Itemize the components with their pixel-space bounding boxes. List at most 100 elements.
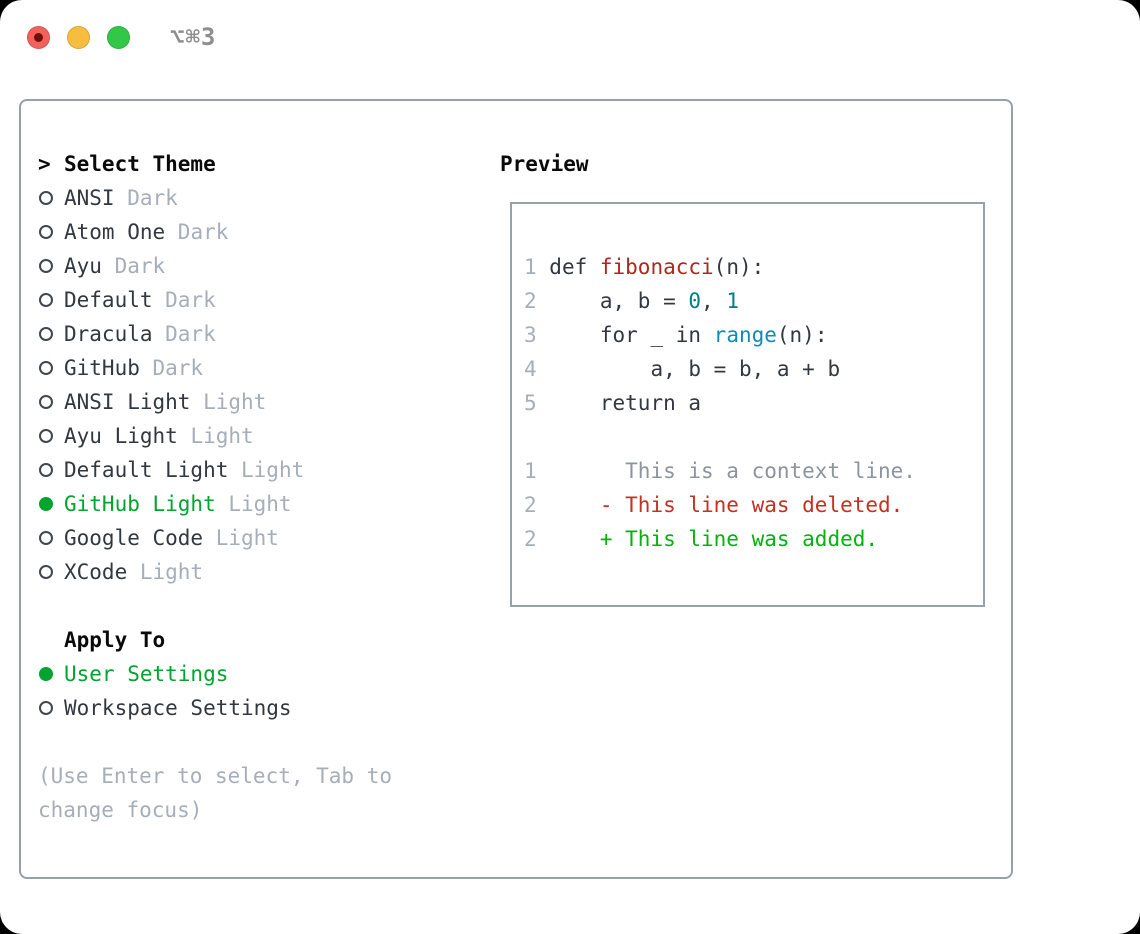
code-tokens: This is a context line. [537, 459, 916, 483]
apply-option-label: User Settings [64, 662, 229, 686]
token-num: 0 [688, 289, 702, 313]
radio-icon [39, 701, 53, 715]
token-deleted: - This line was deleted. [536, 493, 904, 517]
apply-to-heading: Apply To [38, 623, 392, 657]
line-number: 2 [524, 493, 537, 517]
minimize-button[interactable] [67, 25, 90, 49]
theme-option-row[interactable]: XCode Light [38, 555, 392, 589]
theme-option-row[interactable]: ANSI Light Light [38, 385, 392, 419]
theme-option-row[interactable]: ANSI Dark [38, 181, 392, 215]
spacer [38, 589, 392, 623]
token-code: (n): [713, 255, 765, 279]
theme-option-row[interactable]: Default Light Light [38, 453, 392, 487]
code-line: 1 def fibonacci(n): [524, 250, 983, 284]
theme-name: GitHub Light [64, 492, 216, 516]
theme-variant: Light [228, 458, 305, 482]
theme-variant: Light [190, 390, 267, 414]
theme-picker-panel: > Select Theme ANSI Dark Atom One Dark Ay… [19, 99, 1013, 879]
code-line: 1 This is a context line. [524, 454, 983, 488]
hint-text-line-2: change focus) [38, 798, 203, 822]
line-number: 2 [524, 527, 537, 551]
code-line: 3 for _ in range(n): [524, 318, 983, 352]
token-num: 1 [726, 289, 739, 313]
radio-icon [39, 395, 53, 409]
theme-name: Ayu [64, 254, 102, 278]
radio-icon [39, 259, 53, 273]
code-tokens: a, b = 0, 1 [537, 289, 739, 313]
token-code: for _ in [536, 323, 714, 347]
radio-icon [39, 191, 53, 205]
apply-to-heading-label: Apply To [64, 628, 166, 652]
token-code: , [701, 289, 727, 313]
theme-variant: Dark [152, 322, 216, 346]
theme-option-row[interactable]: Atom One Dark [38, 215, 392, 249]
hint-text-line-1: (Use Enter to select, Tab to [38, 764, 393, 788]
code-line: 2 - This line was deleted. [524, 488, 983, 522]
theme-list: ANSI Dark Atom One Dark Ayu Dark Default… [38, 181, 392, 589]
select-theme-heading: > Select Theme [38, 147, 392, 181]
apply-to-list: User Settings Workspace Settings [38, 657, 392, 725]
token-code: a, b = b, a + b [536, 357, 841, 381]
traffic-lights [27, 25, 130, 49]
theme-option-row[interactable]: Ayu Dark [38, 249, 392, 283]
radio-icon [39, 361, 53, 375]
theme-name: GitHub [64, 356, 140, 380]
theme-name: Dracula [64, 322, 153, 346]
theme-variant: Light [177, 424, 254, 448]
token-code: return a [536, 391, 702, 415]
token-code: a, b = [536, 289, 689, 313]
radio-icon [39, 531, 53, 545]
theme-variant: Dark [165, 220, 229, 244]
theme-variant: Light [127, 560, 204, 584]
theme-option-row[interactable]: Google Code Light [38, 521, 392, 555]
theme-name: Default Light [64, 458, 229, 482]
theme-option-row[interactable]: Default Dark [38, 283, 392, 317]
theme-option-row[interactable]: Dracula Dark [38, 317, 392, 351]
code-tokens: for _ in range(n): [537, 323, 828, 347]
radio-icon [39, 429, 53, 443]
close-button[interactable] [27, 25, 50, 49]
apply-option-row[interactable]: Workspace Settings [38, 691, 392, 725]
code-tokens: def fibonacci(n): [536, 255, 765, 279]
theme-list-column: > Select Theme ANSI Dark Atom One Dark Ay… [38, 147, 392, 827]
select-theme-heading-label: Select Theme [64, 152, 216, 176]
theme-option-row[interactable]: GitHub Dark [38, 351, 392, 385]
code-preview: 1 def fibonacci(n): 2 a, b = 0, 1 3 for … [512, 204, 983, 556]
theme-name: Atom One [64, 220, 166, 244]
code-line: 2 a, b = 0, 1 [524, 284, 983, 318]
preview-heading: Preview [500, 152, 589, 176]
apply-option-row[interactable]: User Settings [38, 657, 392, 691]
token-func: fibonacci [599, 255, 714, 279]
radio-selected-icon [39, 497, 53, 511]
cursor-arrow-icon: > [38, 152, 51, 176]
close-dot-icon [34, 32, 43, 42]
theme-name: ANSI [64, 186, 115, 210]
token-code: def [536, 255, 600, 279]
token-code: (n): [776, 323, 828, 347]
token-builtin: range [713, 323, 777, 347]
code-line [524, 420, 983, 454]
preview-box: 1 def fibonacci(n): 2 a, b = 0, 1 3 for … [510, 202, 985, 607]
token-added: + This line was added. [536, 527, 879, 551]
zoom-button[interactable] [107, 25, 130, 49]
radio-icon [39, 565, 53, 579]
code-line: 4 a, b = b, a + b [524, 352, 983, 386]
radio-icon [39, 225, 53, 239]
theme-option-row[interactable]: GitHub Light Light [38, 487, 392, 521]
apply-option-label: Workspace Settings [64, 696, 292, 720]
code-tokens: a, b = b, a + b [537, 357, 840, 381]
line-number: 2 [524, 289, 537, 313]
radio-selected-icon [39, 667, 53, 681]
titlebar: ⌥⌘3 [0, 0, 1140, 74]
theme-option-row[interactable]: Ayu Light Light [38, 419, 392, 453]
radio-icon [39, 463, 53, 477]
line-number: 4 [524, 357, 537, 381]
theme-name: Default [64, 288, 153, 312]
theme-name: Ayu Light [64, 424, 178, 448]
theme-name: XCode [64, 560, 128, 584]
spacer [38, 725, 392, 759]
theme-name: ANSI Light [64, 390, 191, 414]
theme-variant: Dark [152, 288, 216, 312]
theme-variant: Light [203, 526, 279, 550]
